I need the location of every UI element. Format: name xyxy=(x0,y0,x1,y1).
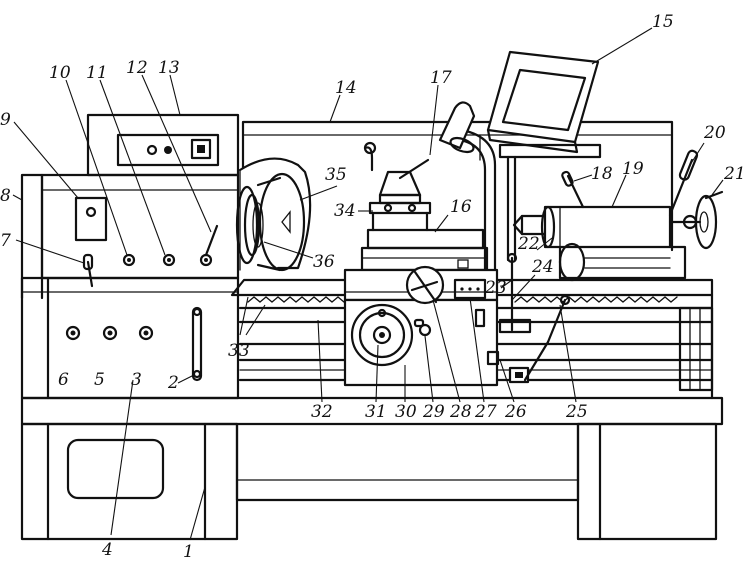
label-33: 33 xyxy=(228,341,250,361)
label-5: 5 xyxy=(94,370,105,390)
label-29: 29 xyxy=(422,402,445,422)
label-17: 17 xyxy=(430,68,452,88)
label-8: 8 xyxy=(0,186,11,206)
label-3: 3 xyxy=(131,370,142,390)
label-23: 23 xyxy=(484,278,507,298)
label-35: 35 xyxy=(325,165,347,185)
label-6: 6 xyxy=(58,370,69,390)
label-7: 7 xyxy=(0,231,11,251)
apron xyxy=(343,252,571,387)
callout-labels: 1 2 3 4 5 6 7 8 9 10 11 12 13 14 15 16 1… xyxy=(0,12,746,562)
label-10: 10 xyxy=(49,63,71,83)
label-14: 14 xyxy=(335,78,357,98)
label-36: 36 xyxy=(313,252,335,272)
label-15: 15 xyxy=(652,12,674,32)
label-27: 27 xyxy=(474,402,497,422)
label-4: 4 xyxy=(101,540,113,560)
label-12: 12 xyxy=(126,58,148,78)
display-unit xyxy=(486,50,602,262)
label-34: 34 xyxy=(334,201,356,221)
label-20: 20 xyxy=(703,123,726,143)
chuck-guard xyxy=(235,157,312,272)
label-25: 25 xyxy=(565,402,588,422)
label-11: 11 xyxy=(86,63,108,83)
label-2: 2 xyxy=(167,373,179,393)
leader-lines xyxy=(12,27,724,541)
label-28: 28 xyxy=(449,402,472,422)
label-24: 24 xyxy=(531,257,554,277)
label-26: 26 xyxy=(504,402,527,422)
label-32: 32 xyxy=(311,402,333,422)
label-19: 19 xyxy=(622,159,644,179)
work-lamp xyxy=(438,101,497,277)
machine-base xyxy=(20,396,724,541)
label-13: 13 xyxy=(158,58,180,78)
label-9: 9 xyxy=(0,110,11,130)
label-21: 21 xyxy=(723,164,746,184)
label-1: 1 xyxy=(183,542,194,562)
headstock xyxy=(20,113,240,300)
gearbox xyxy=(20,276,240,400)
label-30: 30 xyxy=(395,402,417,422)
label-31: 31 xyxy=(365,402,387,422)
label-18: 18 xyxy=(591,164,613,184)
label-16: 16 xyxy=(450,197,472,217)
label-22: 22 xyxy=(517,234,540,254)
